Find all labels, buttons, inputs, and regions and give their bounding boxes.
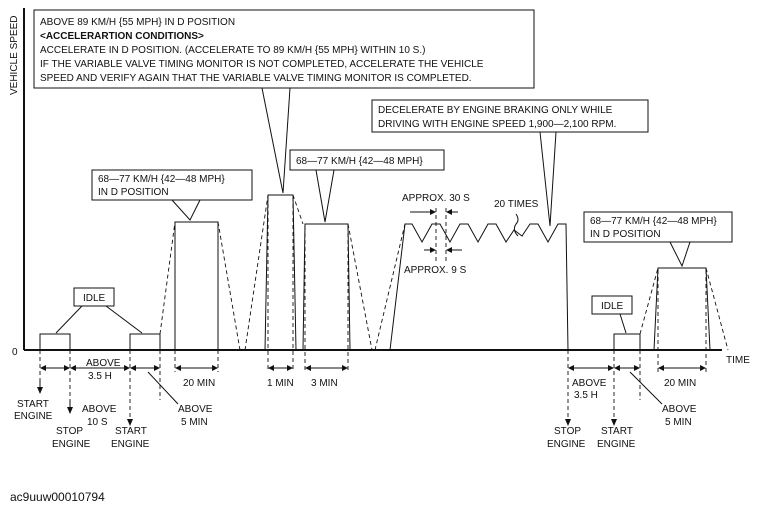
top-callout-line3: ACCELERATE IN D POSITION. (ACCELERATE TO… <box>40 45 425 56</box>
profile-idle-left <box>39 333 71 350</box>
decel-callout-box <box>371 99 649 133</box>
idle-left-box <box>73 287 115 307</box>
top-callout-line4: IF THE VARIABLE VALVE TIMING MONITOR IS … <box>40 59 484 70</box>
above-3-5h-left-label: ABOVE <box>86 358 121 369</box>
mid-speed-callout-line1: 68—77 KM/H {42—48 MPH} <box>296 156 423 167</box>
idle-right-box <box>591 295 633 315</box>
stop-engine-1-sub: ENGINE <box>52 439 91 450</box>
dash-right-up <box>639 267 659 335</box>
above-5min-right-value: 5 MIN <box>665 417 692 428</box>
stop-engine-2-label: STOP <box>554 426 581 437</box>
idle-right-label: IDLE <box>601 301 624 312</box>
dash-idle-to-plateau <box>159 221 176 335</box>
stop-engine-1-label: STOP <box>56 426 83 437</box>
above-3-5h-right-label: ABOVE <box>572 378 607 389</box>
dash-mid-down <box>347 223 373 351</box>
above-5min-left-label: ABOVE <box>178 404 213 415</box>
mid-speed-callout-pointer <box>315 169 335 223</box>
bottom-labels: ABOVE 3.5 H 20 MIN 1 MIN 3 MIN ABOVE 3.5… <box>14 358 697 450</box>
start-engine-1-label: START <box>17 399 49 410</box>
min3-label: 3 MIN <box>311 378 338 389</box>
min1-label: 1 MIN <box>267 378 294 389</box>
idle-left-pointer-a <box>55 305 83 334</box>
decel-callout-pointer <box>539 131 557 227</box>
top-callout-pointer <box>261 87 291 194</box>
idle-left-label: IDLE <box>83 293 106 304</box>
document-id: ac9uuw00010794 <box>10 490 105 504</box>
dash-peak-down <box>292 194 304 225</box>
start-engine-2-label: START <box>115 426 147 437</box>
dash-plateau-down <box>217 221 241 351</box>
top-callout-line1: ABOVE 89 KM/H {55 MPH} IN D POSITION <box>40 17 235 28</box>
above-3-5h-right-value: 3.5 H <box>574 390 598 401</box>
profile-plateau-right <box>653 267 711 351</box>
right-speed-callout-line1: 68—77 KM/H {42—48 MPH} <box>590 216 717 227</box>
duration-arrows <box>40 209 706 371</box>
dash-peak-sides <box>244 194 269 351</box>
left-speed-callout-line2: IN D POSITION <box>98 187 169 198</box>
times-20-label: 20 TIMES <box>494 199 539 210</box>
start-engine-3-sub: ENGINE <box>597 439 636 450</box>
profile-plateau-left <box>174 221 219 350</box>
above-10s-label: ABOVE <box>82 404 117 415</box>
x-axis-label: TIME <box>726 355 750 366</box>
right-speed-callout-box <box>583 211 733 243</box>
profile-peak <box>264 194 297 351</box>
approx-9s-label: APPROX. 9 S <box>404 265 467 276</box>
idle-right-pointer <box>619 313 627 334</box>
left-speed-callout-line1: 68—77 KM/H {42—48 MPH} <box>98 174 225 185</box>
above-5min-right-label: ABOVE <box>662 404 697 415</box>
start-engine-1-sub: ENGINE <box>14 411 53 422</box>
profile-plateau-mid <box>302 223 351 351</box>
start-engine-3-label: START <box>601 426 633 437</box>
top-callout-line5: SPEED AND VERIFY AGAIN THAT THE VARIABLE… <box>40 73 472 84</box>
start-engine-2-sub: ENGINE <box>111 439 150 450</box>
profile-idle-left-2 <box>129 333 161 350</box>
mid-speed-callout-box <box>289 149 445 171</box>
min20-right-label: 20 MIN <box>664 378 696 389</box>
stop-engine-2-sub: ENGINE <box>547 439 586 450</box>
min20-left-label: 20 MIN <box>183 378 215 389</box>
y-axis-label: VEHICLE SPEED <box>9 16 20 95</box>
top-callout-line2: <ACCELERARTION CONDITIONS> <box>40 31 204 42</box>
break-squiggle <box>513 213 519 237</box>
right-speed-callout-pointer <box>669 241 691 268</box>
origin-label: 0 <box>12 347 18 358</box>
dash-right-down <box>705 267 729 351</box>
approx-30s-label: APPROX. 30 S <box>402 193 470 204</box>
decel-callout-line1: DECELERATE BY ENGINE BRAKING ONLY WHILE <box>378 105 613 116</box>
bottom-leaders <box>37 371 663 426</box>
right-speed-callout-line2: IN D POSITION <box>590 229 661 240</box>
decel-callout-line2: DRIVING WITH ENGINE SPEED 1,900—2,100 RP… <box>378 119 616 130</box>
profile-idle-right <box>613 333 641 350</box>
above-3-5h-left-value: 3.5 H <box>88 371 112 382</box>
top-callout-box <box>33 9 535 89</box>
idle-left-pointer-b <box>105 305 143 334</box>
profile-sawtooth <box>389 223 569 351</box>
dash-saw-up <box>374 223 406 351</box>
left-speed-callout-pointer <box>171 199 201 221</box>
above-5min-left-value: 5 MIN <box>181 417 208 428</box>
above-10s-value: 10 S <box>87 417 108 428</box>
